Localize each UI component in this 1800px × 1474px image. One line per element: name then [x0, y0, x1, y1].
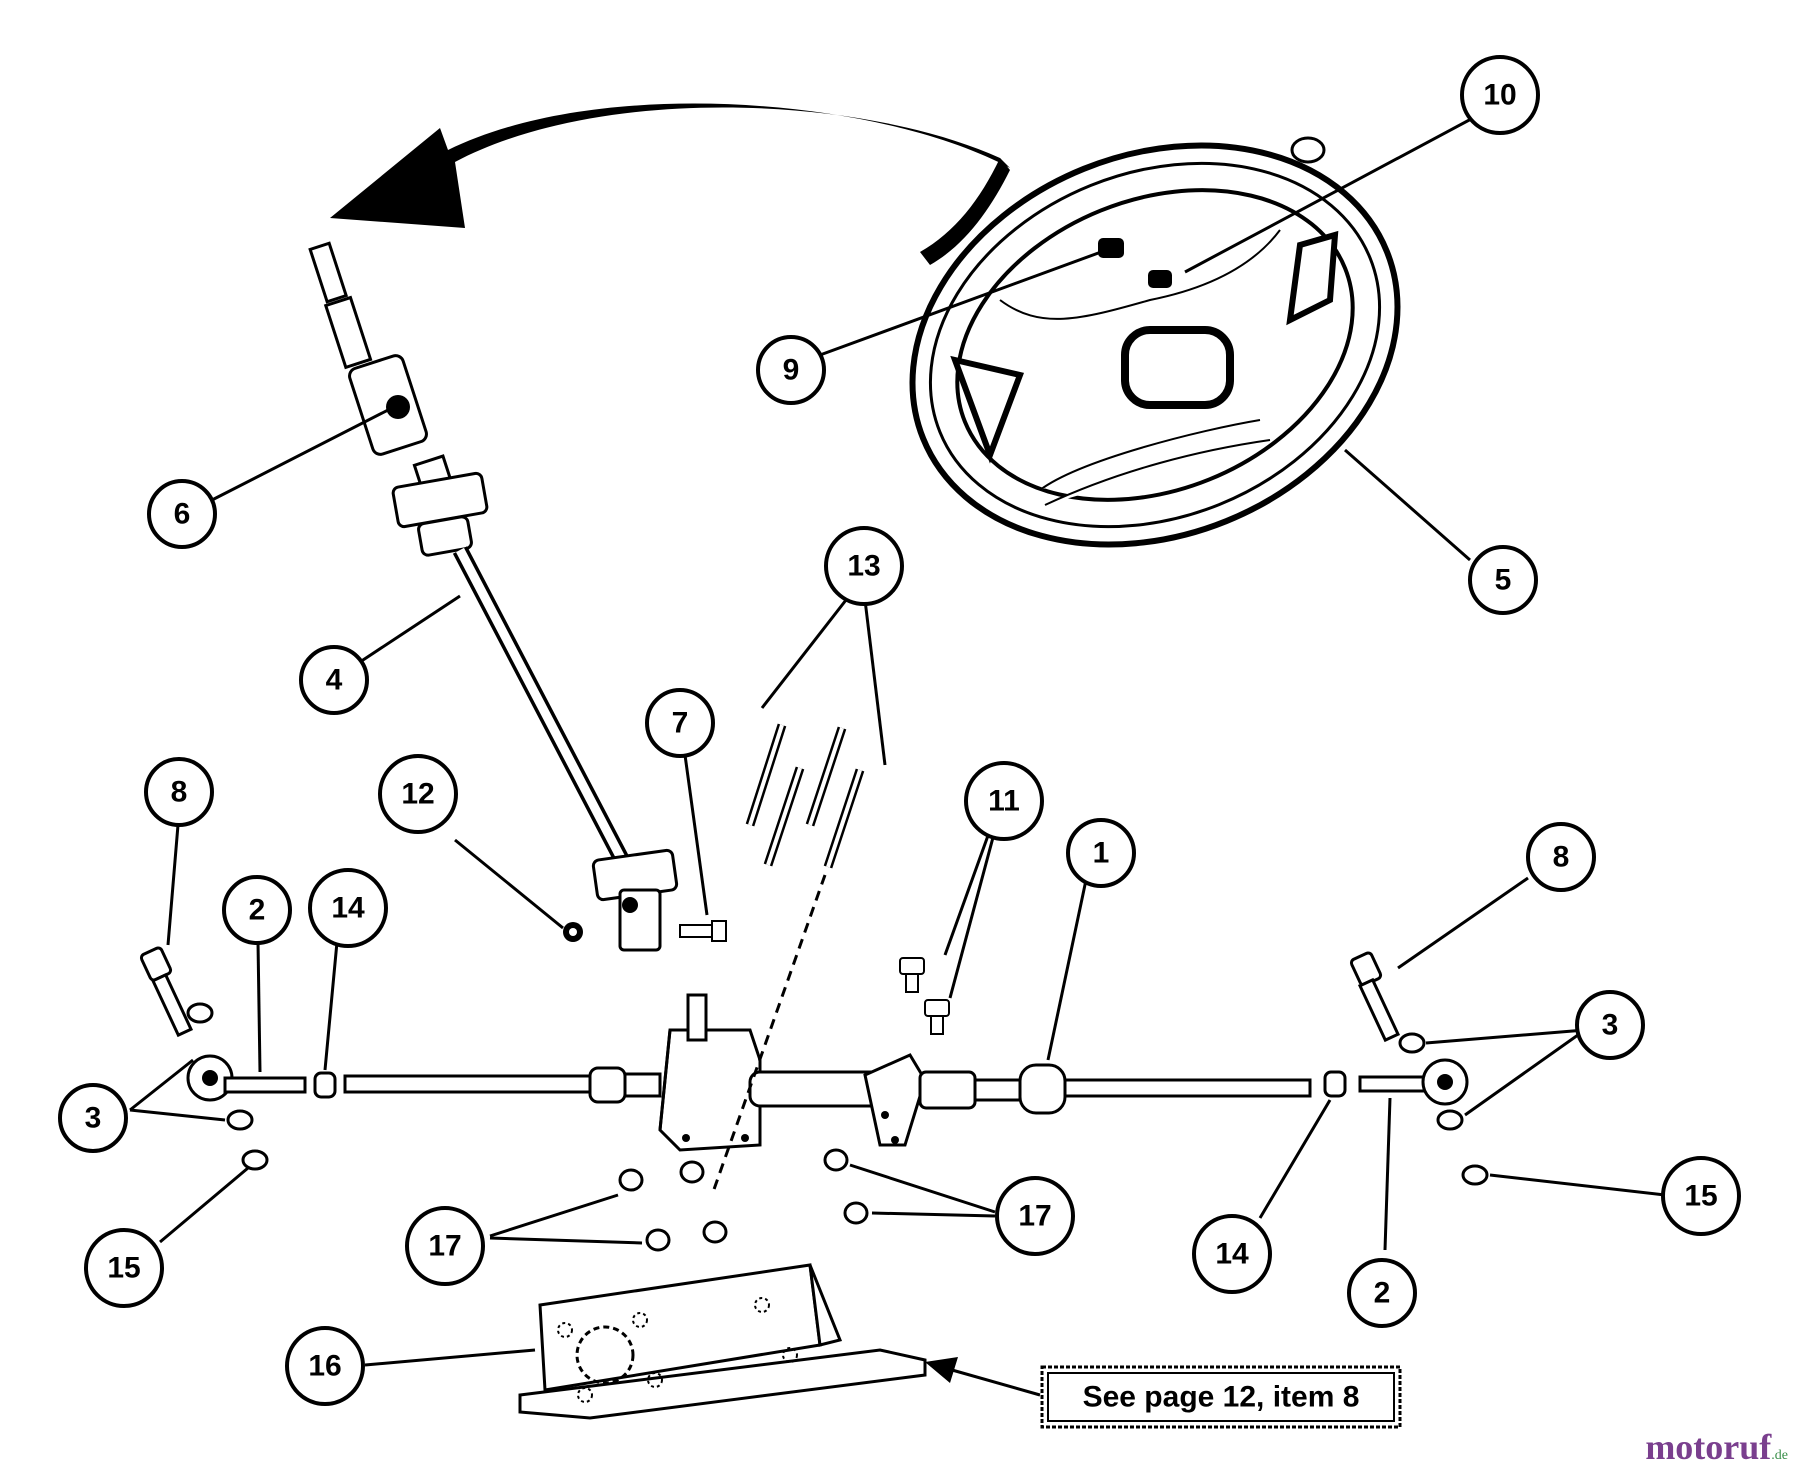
svg-text:8: 8 [1553, 841, 1570, 874]
callout-11: 11 [964, 761, 1044, 841]
callout-4: 4 [299, 645, 369, 715]
svg-text:17: 17 [1018, 1200, 1051, 1233]
callout-3-left: 3 [58, 1083, 128, 1153]
bolts-11 [899, 957, 950, 1035]
svg-text:13: 13 [847, 550, 880, 583]
nut-12 [563, 922, 583, 942]
callout-15-right: 15 [1661, 1156, 1741, 1236]
rotation-arrow [330, 103, 1010, 265]
steering-wheel [909, 136, 1401, 548]
callout-7: 7 [645, 688, 715, 758]
svg-text:3: 3 [85, 1102, 102, 1135]
svg-text:16: 16 [308, 1350, 341, 1383]
svg-text:6: 6 [174, 498, 191, 531]
callout-3-right: 3 [1575, 990, 1645, 1060]
callout-8-right: 8 [1526, 822, 1596, 892]
tie-rod-end-left [139, 946, 337, 1171]
callout-9: 9 [756, 335, 826, 405]
svg-text:10: 10 [1483, 79, 1516, 112]
callout-2-right: 2 [1347, 1258, 1417, 1328]
bolt-7 [679, 920, 727, 942]
svg-text:15: 15 [1684, 1180, 1717, 1213]
tie-rod-end-right [1323, 951, 1489, 1186]
steering-shaft-lower [452, 546, 679, 952]
leader-lines [129, 116, 1666, 1397]
svg-text:2: 2 [1374, 1277, 1391, 1310]
callout-1: 1 [1066, 818, 1136, 888]
svg-text:1: 1 [1093, 837, 1110, 870]
callout-14-left: 14 [308, 868, 388, 948]
svg-text:7: 7 [672, 707, 689, 740]
svg-text:4: 4 [326, 664, 343, 697]
steering-shaft-upper [308, 241, 489, 557]
svg-text:2: 2 [249, 894, 266, 927]
callout-8-left: 8 [144, 757, 214, 827]
callout-6: 6 [147, 479, 217, 549]
svg-text:9: 9 [783, 354, 800, 387]
nuts-17 [618, 1148, 869, 1252]
callout-5: 5 [1468, 545, 1538, 615]
callout-12: 12 [378, 754, 458, 834]
svg-text:11: 11 [988, 785, 1020, 818]
callout-15-left: 15 [84, 1228, 164, 1308]
svg-text:17: 17 [428, 1230, 461, 1263]
svg-text:12: 12 [401, 778, 434, 811]
watermark-logo: motoruf.de [1645, 1427, 1788, 1467]
svg-text:5: 5 [1495, 564, 1512, 597]
callout-17-right: 17 [995, 1176, 1075, 1256]
callout-13: 13 [824, 526, 904, 606]
svg-text:3: 3 [1602, 1009, 1619, 1042]
callout-16: 16 [285, 1326, 365, 1406]
svg-text:15: 15 [107, 1252, 140, 1285]
steering-gear-assembly [343, 993, 1312, 1152]
callout-10: 10 [1460, 55, 1540, 135]
svg-text:14: 14 [331, 892, 365, 925]
mounting-bracket [518, 1263, 927, 1420]
svg-text:14: 14 [1215, 1238, 1249, 1271]
callout-14-right: 14 [1192, 1214, 1272, 1294]
reference-note: See page 12, item 8 [1040, 1365, 1402, 1429]
callout-17-left: 17 [405, 1206, 485, 1286]
svg-text:8: 8 [171, 776, 188, 809]
callout-2-left: 2 [222, 875, 292, 945]
bolts-13 [710, 723, 865, 1196]
reference-note-text: See page 12, item 8 [1083, 1381, 1360, 1414]
